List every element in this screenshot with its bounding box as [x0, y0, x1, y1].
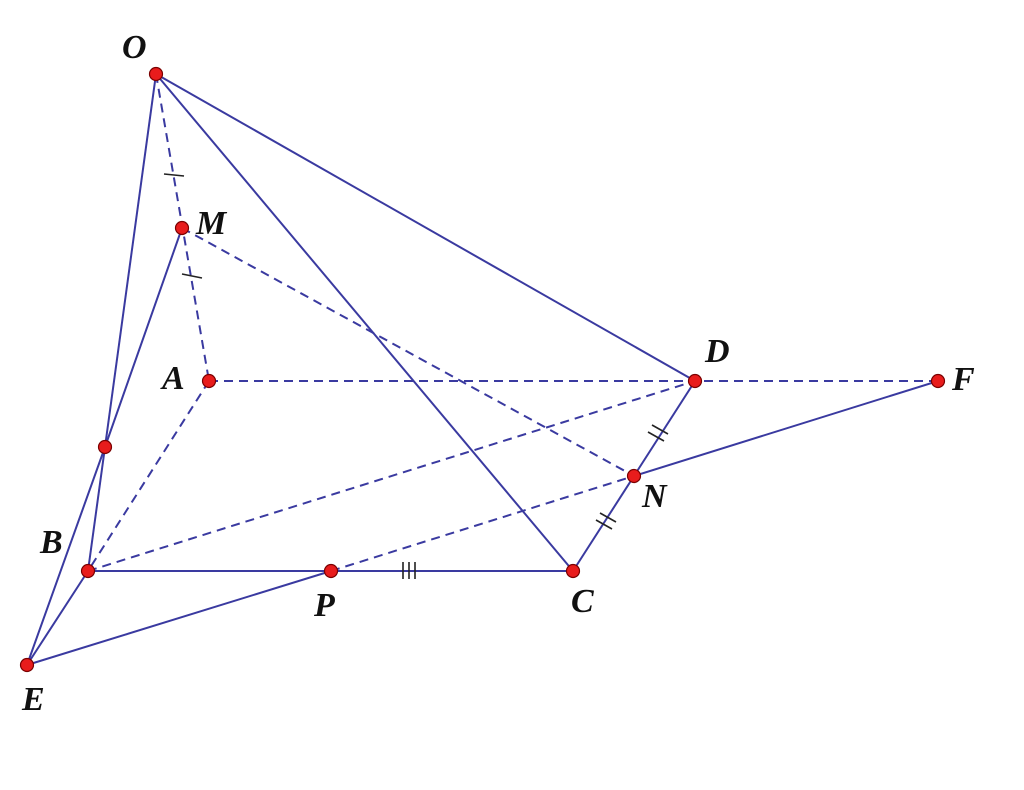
- point-o: [148, 66, 164, 82]
- tick-om: [163, 173, 185, 177]
- label-c: C: [571, 583, 594, 620]
- segment-pn: [330, 475, 635, 572]
- label-f: F: [951, 361, 975, 398]
- segments-layer: [26, 73, 939, 666]
- equal-length-ticks: [163, 173, 669, 579]
- point-e: [19, 657, 35, 673]
- segment-ab: [87, 380, 210, 572]
- segment-mn: [181, 227, 635, 477]
- label-d: D: [704, 333, 730, 370]
- segment-bd: [87, 380, 696, 572]
- point-d: [687, 373, 703, 389]
- segment-mq: [104, 227, 183, 448]
- label-n: N: [641, 478, 668, 515]
- label-p: P: [313, 587, 335, 624]
- point-b: [80, 563, 96, 579]
- tick-ma: [181, 273, 203, 279]
- point-c: [565, 563, 581, 579]
- tick-nc-1: [595, 519, 613, 530]
- labels-layer: O M A D F B N P C E: [21, 29, 975, 718]
- label-b: B: [39, 524, 63, 561]
- segment-od: [155, 73, 696, 382]
- label-a: A: [160, 360, 185, 397]
- segment-be: [26, 570, 89, 666]
- segment-oc: [155, 73, 574, 572]
- point-m: [174, 220, 190, 236]
- segment-oq: [104, 73, 157, 448]
- segment-qe: [26, 446, 106, 666]
- point-p: [323, 563, 339, 579]
- tick-dn-1: [647, 431, 665, 442]
- segment-nf: [633, 380, 939, 477]
- points-layer: [19, 66, 946, 673]
- tick-dn-2: [651, 424, 669, 435]
- label-o: O: [122, 29, 147, 66]
- label-e: E: [21, 681, 45, 718]
- point-n: [626, 468, 642, 484]
- point-a: [201, 373, 217, 389]
- segment-ep: [26, 570, 332, 666]
- point-f: [930, 373, 946, 389]
- point-q: [97, 439, 113, 455]
- label-m: M: [195, 205, 228, 242]
- segment-qb: [87, 446, 106, 572]
- tick-nc-2: [599, 512, 617, 523]
